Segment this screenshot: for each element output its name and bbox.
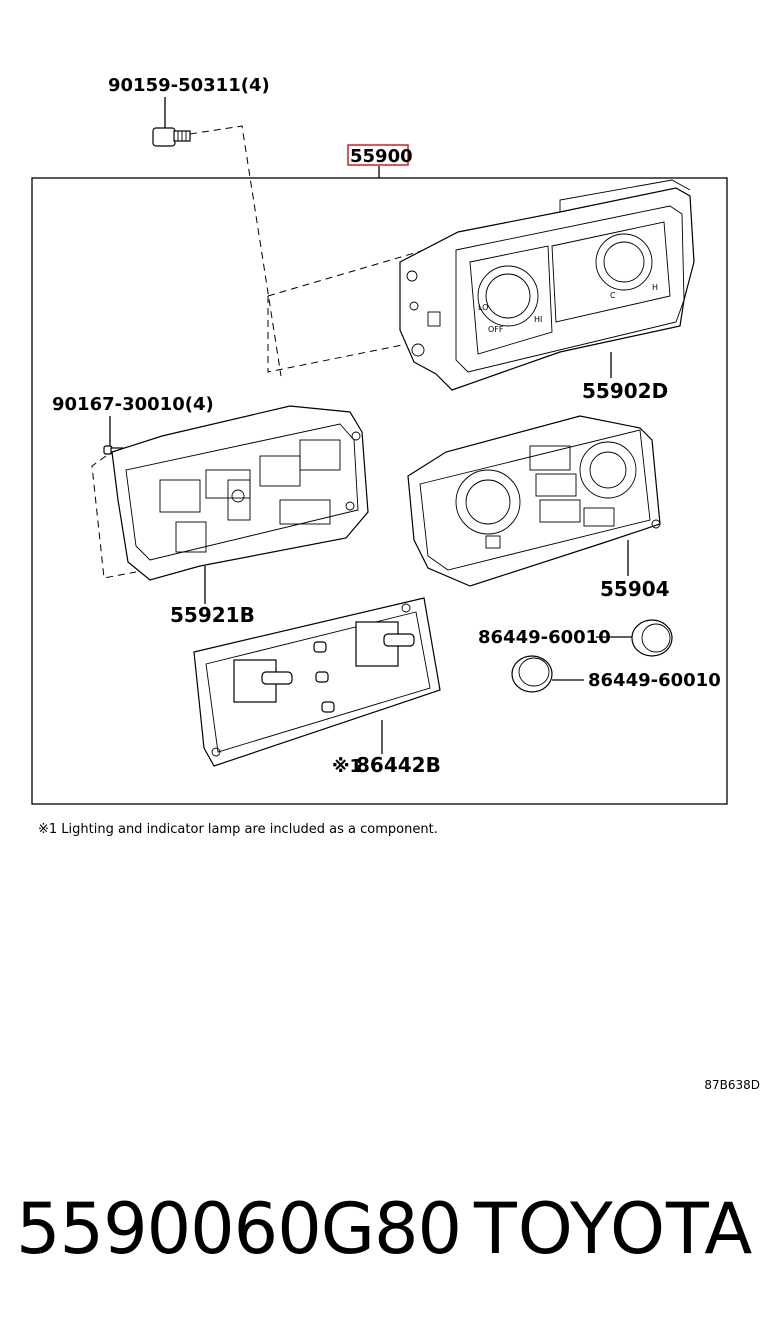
assembly-frame xyxy=(31,177,728,805)
label-86449-upper: 86449-60010 xyxy=(478,627,611,648)
dash-line-top-screw xyxy=(189,125,282,377)
label-86442b-mark: ※1 xyxy=(332,756,362,777)
screw-top-icon xyxy=(152,127,191,147)
dial-mark-off: OFF xyxy=(488,325,504,334)
label-55900: 55900 xyxy=(350,146,413,167)
dash-line-lower xyxy=(267,296,403,373)
label-90159-50311: 90159-50311(4) xyxy=(108,75,270,96)
dial-mark-lo: LO xyxy=(478,303,488,312)
label-86449-lower: 86449-60010 xyxy=(588,670,721,691)
caption-bar: 5590060G80 TOYOTA xyxy=(0,1188,760,1278)
board-86442b xyxy=(193,597,441,767)
label-90167-30010: 90167-30010(4) xyxy=(52,394,214,415)
label-55921b: 55921B xyxy=(170,603,255,627)
dial-mark-hi: HI xyxy=(534,315,542,324)
knob-upper-icon xyxy=(631,619,673,657)
knob-lower-icon xyxy=(511,655,553,693)
control-55904 xyxy=(407,415,661,587)
image-code: 87B638D xyxy=(704,1078,760,1092)
dash-line-left-screw xyxy=(91,455,137,579)
main-assembly-highlight xyxy=(347,144,409,166)
label-55904: 55904 xyxy=(600,577,670,601)
label-86442b: 86442B xyxy=(356,753,441,777)
panel-55902d: LO HI OFF C H xyxy=(399,179,695,391)
brand-name: TOYOTA xyxy=(474,1188,754,1270)
dial-mark-h: H xyxy=(652,283,658,292)
frame-55921b xyxy=(111,405,369,581)
footnote: ※1 Lighting and indicator lamp are inclu… xyxy=(38,822,438,837)
label-55902d: 55902D xyxy=(582,379,668,403)
dial-mark-c: C xyxy=(610,291,616,300)
part-number: 5590060G80 xyxy=(16,1188,462,1270)
